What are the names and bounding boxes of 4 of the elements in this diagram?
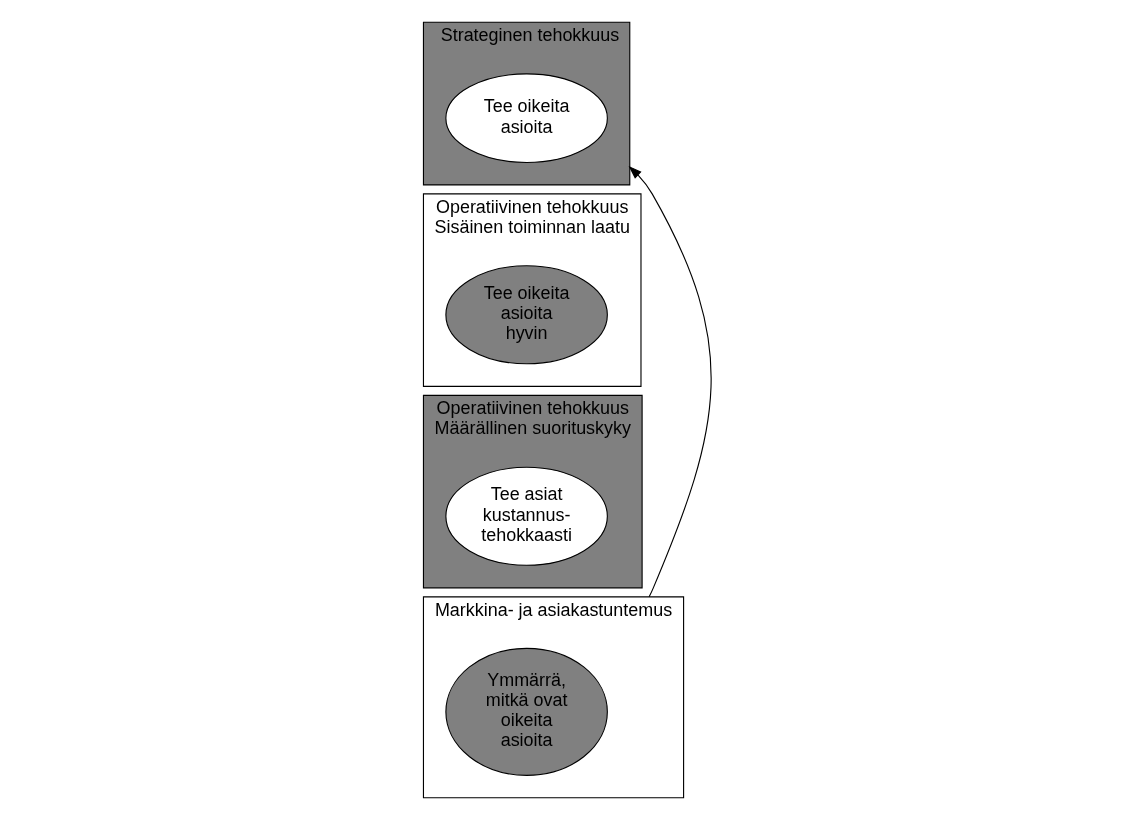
node-ellipse: Tee asiat kustannus- tehokkaasti bbox=[444, 466, 608, 566]
node-ellipse: Tee oikeita asioita bbox=[444, 73, 608, 164]
node-ellipse: Tee oikeita asioita hyvin bbox=[444, 265, 608, 365]
node-ellipse: Ymmärrä, mitkä ovat oikeita asioita bbox=[444, 647, 608, 776]
